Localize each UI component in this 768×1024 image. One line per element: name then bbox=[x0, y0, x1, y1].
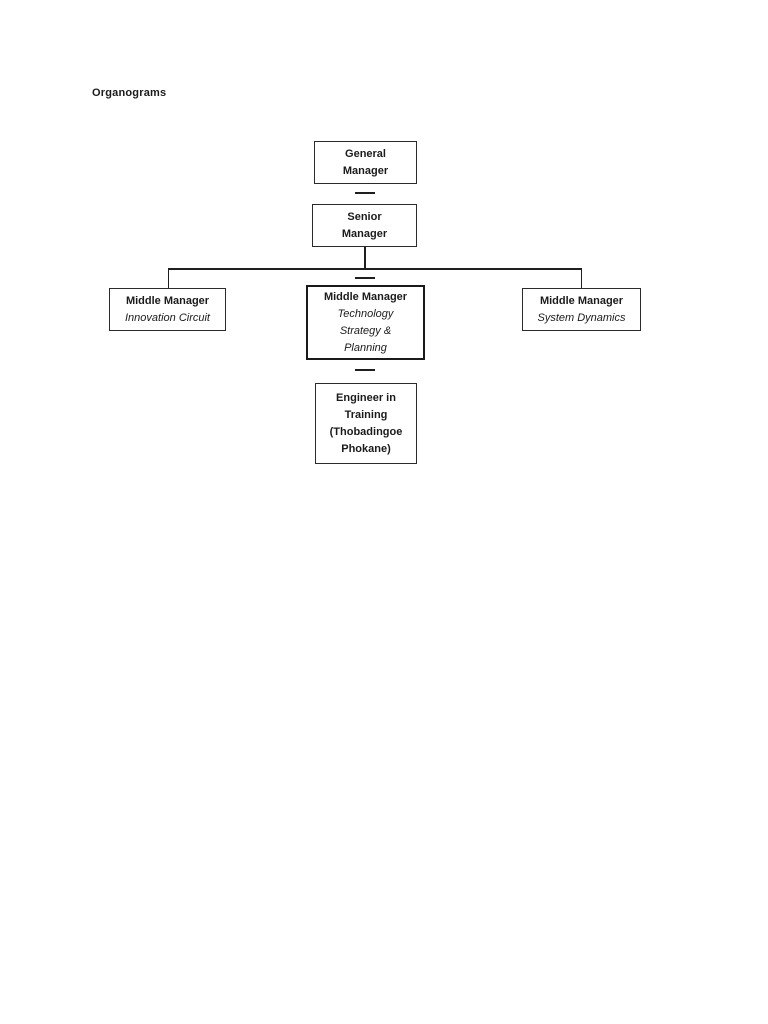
org-node-middle-manager-innovation-title: Middle Manager bbox=[125, 294, 210, 307]
org-node-general-manager-label: General Manager bbox=[342, 147, 389, 177]
org-node-middle-manager-system: Middle Manager System Dynamics bbox=[522, 288, 641, 331]
page-title: Organograms bbox=[92, 87, 167, 99]
org-node-middle-manager-innovation-subtitle: Innovation Circuit bbox=[125, 311, 210, 324]
org-node-senior-manager-label: Senior Manager bbox=[341, 210, 388, 240]
org-node-middle-manager-technology-title: Middle Manager bbox=[323, 290, 408, 303]
org-node-engineer-in-training-label: Engineer in Training (Thobadingoe Phokan… bbox=[329, 391, 403, 455]
connector-horizontal-branch bbox=[168, 268, 582, 270]
org-node-middle-manager-system-subtitle: System Dynamics bbox=[537, 311, 626, 324]
connector-technology-to-engineer bbox=[355, 369, 375, 371]
org-node-middle-manager-technology-subtitle: Technology Strategy & Planning bbox=[337, 307, 394, 354]
org-node-senior-manager: Senior Manager bbox=[312, 204, 417, 247]
org-node-general-manager: General Manager bbox=[314, 141, 417, 184]
connector-senior-drop bbox=[364, 247, 366, 268]
connector-drop-center-dash bbox=[355, 277, 375, 279]
org-node-middle-manager-system-title: Middle Manager bbox=[539, 294, 624, 307]
org-node-middle-manager-innovation: Middle Manager Innovation Circuit bbox=[109, 288, 226, 331]
connector-drop-left bbox=[167, 268, 169, 288]
org-node-middle-manager-technology: Middle Manager Technology Strategy & Pla… bbox=[306, 285, 425, 360]
connector-drop-right bbox=[580, 268, 582, 288]
org-node-engineer-in-training: Engineer in Training (Thobadingoe Phokan… bbox=[315, 383, 417, 464]
connector-general-to-senior bbox=[355, 192, 375, 194]
